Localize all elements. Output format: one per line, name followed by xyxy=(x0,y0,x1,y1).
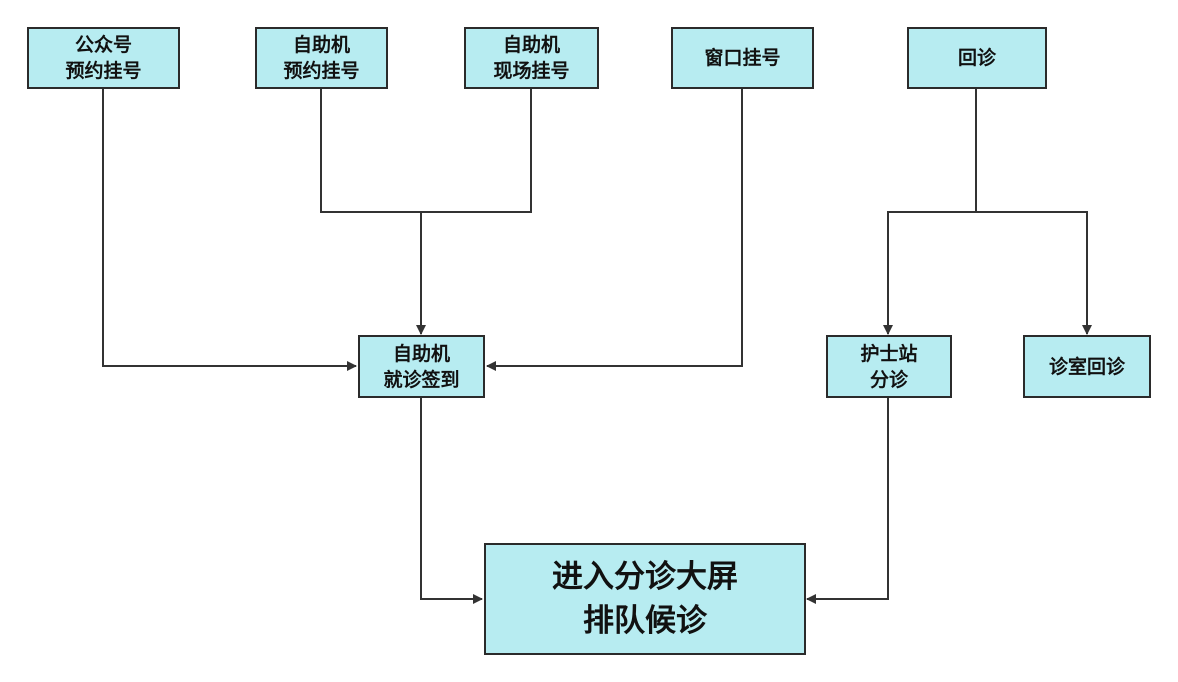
edge-window-to-checkin xyxy=(486,88,743,371)
node-wechat-booking: 公众号 预约挂号 xyxy=(27,27,180,89)
node-kiosk-onsite: 自助机 现场挂号 xyxy=(464,27,599,89)
edge-checkin-to-queue xyxy=(420,398,483,604)
node-nurse-triage: 护士站 分诊 xyxy=(826,335,952,398)
node-window-registration: 窗口挂号 xyxy=(671,27,814,89)
edge-nurse-to-queue xyxy=(806,398,889,604)
node-queue-screen: 进入分诊大屏 排队候诊 xyxy=(484,543,806,655)
edge-kiosk-booking-merge xyxy=(320,88,532,213)
edge-revisit-to-room xyxy=(976,211,1092,335)
node-kiosk-checkin: 自助机 就诊签到 xyxy=(358,335,485,398)
edge-wechat-to-checkin xyxy=(102,88,357,371)
node-revisit: 回诊 xyxy=(907,27,1047,89)
node-kiosk-booking: 自助机 预约挂号 xyxy=(255,27,388,89)
node-room-revisit: 诊室回诊 xyxy=(1023,335,1151,398)
edge-revisit-to-nurse xyxy=(883,211,976,335)
